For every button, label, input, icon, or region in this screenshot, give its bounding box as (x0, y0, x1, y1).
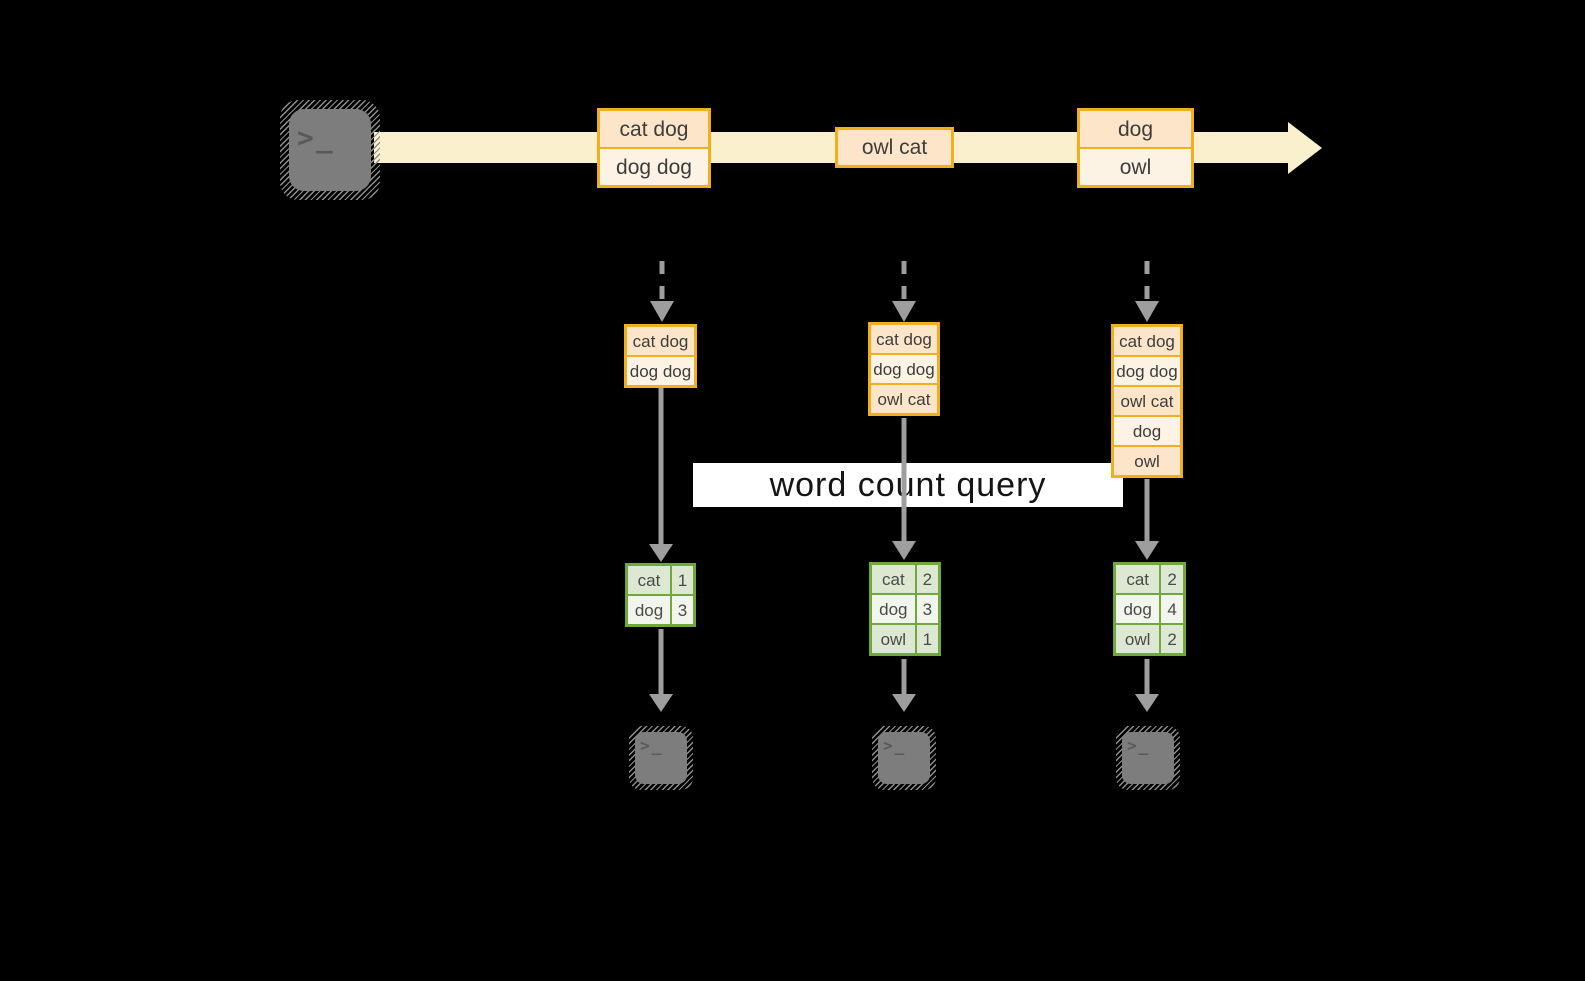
stream-event-line: dog dog (600, 149, 708, 185)
stream-event-line: cat dog (600, 111, 708, 147)
state-line: owl cat (1114, 387, 1180, 415)
dashed-arrow-col3 (1135, 261, 1159, 322)
prompt-cursor: _ (1138, 736, 1149, 755)
result-count: 4 (1161, 595, 1183, 623)
result-word: dog (872, 595, 915, 623)
terminal-screen (289, 109, 371, 191)
terminal-prompt-icon: >_ (883, 738, 904, 754)
result-count: 2 (1161, 565, 1183, 593)
prompt-cursor: _ (651, 736, 662, 755)
result-word: cat (872, 565, 915, 593)
result-count: 2 (916, 565, 938, 593)
state-line: cat dog (871, 325, 937, 353)
prompt-chevron: > (883, 736, 893, 755)
result-word: cat (628, 566, 670, 594)
stream-source-terminal-icon: >_ (280, 100, 380, 200)
result-word: cat (1116, 565, 1160, 593)
state-line: dog dog (871, 355, 937, 383)
state-line: cat dog (627, 327, 694, 355)
result-word: dog (1116, 595, 1160, 623)
result-count: 2 (1161, 625, 1183, 653)
result-count: 1 (672, 566, 693, 594)
query-arrow-col3 (1135, 479, 1159, 560)
sink-arrow-col2 (892, 659, 916, 712)
result-table-1: cat 1 dog 3 (625, 563, 696, 627)
prompt-chevron: > (1127, 736, 1137, 755)
prompt-chevron: > (297, 121, 314, 154)
sink-arrow-col3 (1135, 659, 1159, 712)
stream-event-line: dog (1080, 111, 1191, 147)
state-line: dog (1114, 417, 1180, 445)
result-table-3: cat 2 dog 4 owl 2 (1113, 562, 1186, 656)
state-line: owl cat (871, 385, 937, 413)
sink-terminal-icon-3: >_ (1116, 726, 1180, 790)
sink-arrow-col1 (649, 629, 673, 712)
query-arrow-col1 (649, 388, 673, 562)
query-label-box: word count query (693, 463, 1123, 507)
sink-terminal-icon-1: >_ (629, 726, 693, 790)
terminal-screen (878, 732, 930, 784)
sink-terminal-icon-2: >_ (872, 726, 936, 790)
prompt-cursor: _ (894, 736, 905, 755)
result-word: dog (628, 596, 670, 624)
terminal-prompt-icon: >_ (1127, 738, 1148, 754)
terminal-prompt-icon: >_ (640, 738, 661, 754)
prompt-chevron: > (640, 736, 650, 755)
state-line: cat dog (1114, 327, 1180, 355)
result-table-2: cat 2 dog 3 owl 1 (869, 562, 941, 656)
stream-event-1: cat dog dog dog (597, 108, 711, 188)
dashed-arrow-col1 (650, 261, 674, 322)
stream-event-line: owl cat (838, 130, 951, 165)
terminal-prompt-icon: >_ (297, 124, 333, 152)
state-box-3: cat dog dog dog owl cat dog owl (1111, 324, 1183, 478)
query-arrow-col2 (892, 418, 916, 560)
result-count: 3 (672, 596, 693, 624)
result-count: 1 (916, 625, 938, 653)
result-count: 3 (916, 595, 938, 623)
state-box-2: cat dog dog dog owl cat (868, 322, 940, 416)
stream-arrowhead-icon (1288, 122, 1322, 174)
terminal-screen (635, 732, 687, 784)
stream-event-2: owl cat (835, 127, 954, 168)
state-line: dog dog (627, 357, 694, 385)
dashed-arrow-col2 (892, 261, 916, 322)
result-word: owl (872, 625, 915, 653)
state-line: dog dog (1114, 357, 1180, 385)
stream-event-3: dog owl (1077, 108, 1194, 188)
state-line: owl (1114, 447, 1180, 475)
query-label: word count query (769, 465, 1047, 504)
result-word: owl (1116, 625, 1160, 653)
terminal-screen (1122, 732, 1174, 784)
prompt-cursor: _ (315, 121, 333, 154)
state-box-1: cat dog dog dog (624, 324, 697, 388)
stream-event-line: owl (1080, 149, 1191, 185)
